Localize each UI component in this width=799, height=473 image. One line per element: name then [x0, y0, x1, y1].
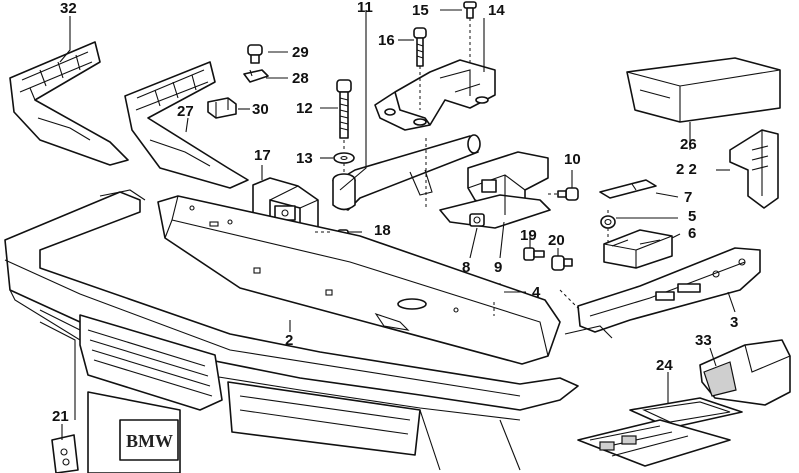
callout-21: 21	[52, 408, 69, 425]
callout-6: 6	[688, 225, 697, 242]
callout-5: 5	[688, 208, 697, 225]
part-32-trim-strip	[9, 41, 129, 166]
callout-28: 28	[292, 70, 309, 87]
callout-17: 17	[254, 147, 271, 164]
callout-14: 14	[488, 2, 505, 19]
callout-22: 2 2	[676, 161, 697, 178]
callout-30: 30	[252, 101, 269, 118]
front-bumper-cover: BMW	[4, 189, 579, 473]
part-12-bolt	[336, 79, 352, 139]
callout-12: 12	[296, 100, 313, 117]
part-29-cap	[247, 44, 263, 64]
part-15-screw	[463, 1, 477, 19]
leader-lines	[59, 9, 736, 440]
callout-13: 13	[296, 150, 313, 167]
part-10-screw	[557, 187, 579, 201]
part-5-nut	[600, 215, 616, 229]
callout-8: 8	[462, 259, 471, 276]
part-16-bolt	[413, 27, 427, 67]
callout-18: 18	[374, 222, 391, 239]
part-33-air-duct	[699, 339, 791, 406]
part-11-impact-absorber	[332, 134, 481, 211]
part-27-trim-strip	[124, 61, 249, 189]
part-21-bracket	[51, 434, 79, 473]
part-28-clip	[243, 69, 269, 83]
callout-10: 10	[564, 151, 581, 168]
callout-19: 19	[520, 227, 537, 244]
part-24-grille-insert	[577, 397, 743, 467]
part-2-bumper-carrier	[157, 195, 561, 365]
part-6-bracket	[603, 229, 673, 269]
callout-15: 15	[412, 2, 429, 19]
part-20-screw	[551, 255, 573, 271]
part-14-bracket	[374, 59, 496, 131]
callout-9: 9	[494, 259, 503, 276]
part-26-box	[626, 57, 781, 123]
part-8-nut	[469, 213, 485, 227]
callout-27: 27	[177, 103, 194, 120]
callout-7: 7	[684, 189, 693, 206]
part-19-screw	[523, 247, 545, 261]
callout-24: 24	[656, 357, 673, 374]
callout-32: 32	[60, 0, 77, 17]
part-7-plate	[599, 179, 657, 199]
callout-11: 11	[357, 0, 373, 16]
callout-2: 2	[285, 332, 294, 349]
callout-29: 29	[292, 44, 309, 61]
part-3-side-bracket	[564, 247, 761, 339]
assembly-centerlines	[315, 18, 609, 316]
part-30-block	[207, 97, 237, 119]
callout-16: 16	[378, 32, 395, 49]
callout-20: 20	[548, 232, 565, 249]
callout-3: 3	[730, 314, 739, 331]
callout-33: 33	[695, 332, 712, 349]
part-9-bracket	[439, 151, 551, 229]
part-22-bracket	[729, 129, 779, 209]
callout-26: 26	[680, 136, 697, 153]
license-plate-text: BMW	[126, 431, 173, 451]
part-13-washer	[333, 152, 355, 164]
callout-4: 4	[532, 284, 541, 301]
